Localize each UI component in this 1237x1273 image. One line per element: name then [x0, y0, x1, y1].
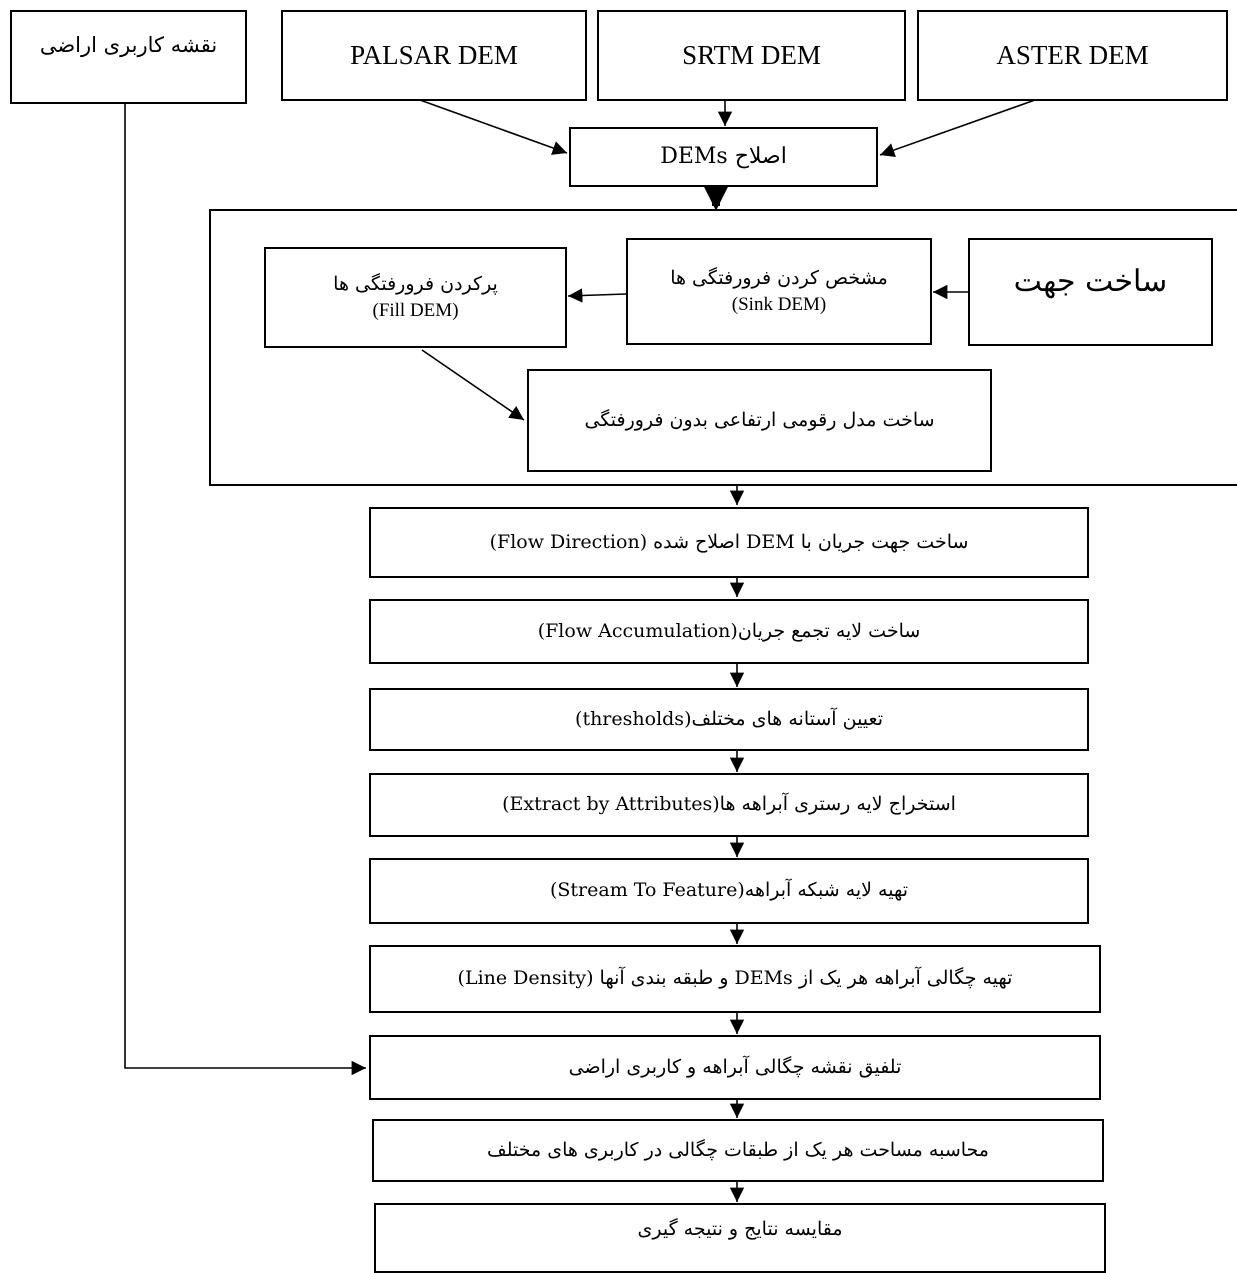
aster-dem-box: ASTER DEM	[917, 10, 1228, 101]
step-flow-accumulation: ساخت لایه تجمع جریان(Flow Accumulation)	[369, 599, 1089, 664]
step-line-density: تهیه چگالی آبراهه هر یک از DEMs و طبقه ب…	[369, 945, 1101, 1013]
dem-correction-box: اصلاح DEMs	[569, 127, 878, 187]
step-flow-accumulation-label: ساخت لایه تجمع جریان(Flow Accumulation)	[537, 619, 921, 642]
step-area-calculation-label: محاسبه مساحت هر یک از طبقات چگالی در کار…	[487, 1138, 989, 1161]
step-flow-direction-label: ساخت جهت جریان با DEM اصلاح شده (Flow Di…	[489, 530, 969, 553]
step-extract-by-attributes: استخراج لایه رستری آبراهه ها(Extract by …	[369, 773, 1089, 837]
srtm-dem-box: SRTM DEM	[597, 10, 906, 101]
step-thresholds: تعیین آستانه های مختلف(thresholds)	[369, 688, 1089, 751]
arrow-palsar-to-correction	[419, 99, 568, 155]
landuse-map-label: نقشه کاربری اراضی	[39, 32, 218, 57]
palsar-dem-box: PALSAR DEM	[281, 10, 587, 101]
step-extract-by-attributes-label: استخراج لایه رستری آبراهه ها(Extract by …	[502, 793, 956, 816]
dem-correction-label: اصلاح DEMs	[660, 144, 787, 170]
landuse-map-box: نقشه کاربری اراضی	[10, 10, 247, 104]
sink-dem-box: مشخص کردن فرورفتگی ها (Sink DEM)	[626, 238, 932, 345]
palsar-dem-label: PALSAR DEM	[350, 40, 518, 71]
flow-direction-initial-label: ساخت جهت	[1013, 263, 1168, 299]
step-flow-direction: ساخت جهت جریان با DEM اصلاح شده (Flow Di…	[369, 507, 1089, 578]
fill-dem-box: پرکردن فرورفتگی ها (Fill DEM)	[264, 247, 567, 348]
step-thresholds-label: تعیین آستانه های مختلف(thresholds)	[575, 707, 883, 730]
step-line-density-label: تهیه چگالی آبراهه هر یک از DEMs و طبقه ب…	[457, 967, 1013, 990]
preprocessing-frame	[209, 209, 1237, 486]
srtm-dem-label: SRTM DEM	[682, 40, 821, 71]
step-stream-to-feature-label: تهیه لایه شبکه آبراهه(Stream To Feature)	[549, 879, 909, 902]
step-compare-results-label: مقایسه نتایج و نتیجه گیری	[637, 1218, 843, 1241]
fill-dem-label: پرکردن فرورفتگی ها	[333, 272, 498, 295]
aster-dem-label: ASTER DEM	[996, 40, 1149, 71]
step-stream-to-feature: تهیه لایه شبکه آبراهه(Stream To Feature)	[369, 858, 1089, 924]
depressionless-dem-box: ساخت مدل رقومی ارتفاعی بدون فرورفتگی	[527, 369, 992, 472]
flow-direction-initial-box: ساخت جهت	[968, 238, 1213, 346]
step-area-calculation: محاسبه مساحت هر یک از طبقات چگالی در کار…	[372, 1119, 1104, 1182]
sink-dem-label: مشخص کردن فرورفتگی ها	[670, 266, 888, 289]
step-merge-maps: تلفیق نقشه چگالی آبراهه و کاربری اراضی	[369, 1035, 1101, 1100]
step-merge-maps-label: تلفیق نقشه چگالی آبراهه و کاربری اراضی	[568, 1055, 902, 1078]
sink-dem-en: (Sink DEM)	[731, 293, 827, 315]
step-compare-results: مقایسه نتایج و نتیجه گیری	[374, 1203, 1106, 1273]
arrow-fill-to-depressionless	[421, 349, 525, 421]
arrow-landuse-to-merge	[124, 104, 366, 1076]
arrow-sink-to-fill	[567, 288, 627, 303]
arrow-aster-to-correction	[879, 99, 1036, 157]
depressionless-dem-label: ساخت مدل رقومی ارتفاعی بدون فرورفتگی	[584, 408, 935, 431]
fill-dem-en: (Fill DEM)	[372, 299, 459, 321]
